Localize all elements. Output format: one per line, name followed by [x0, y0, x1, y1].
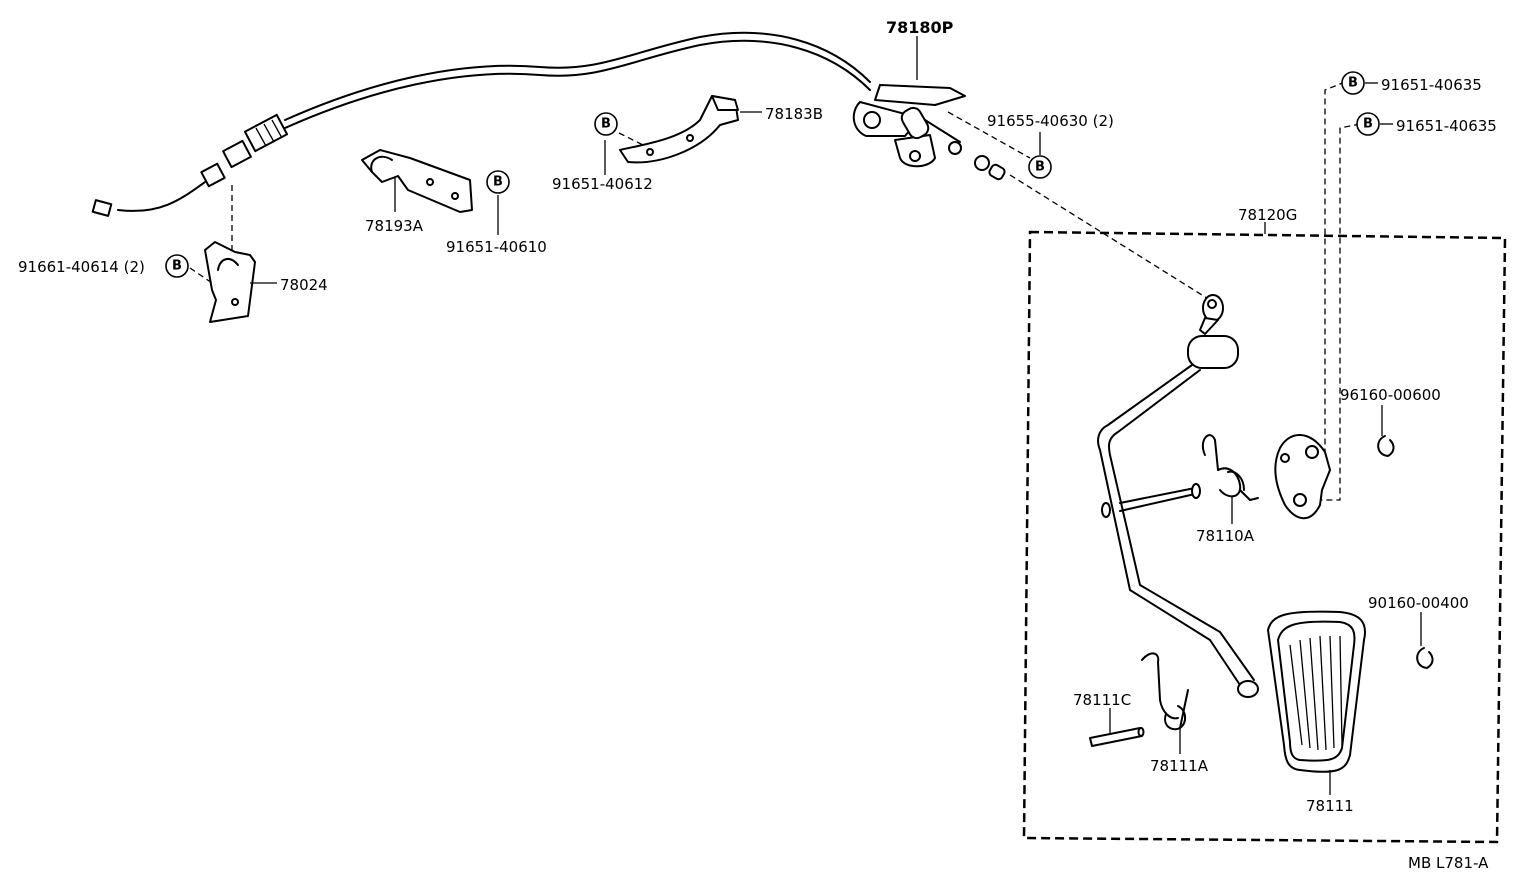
- pedal-arm: [1097, 294, 1259, 698]
- bolt-marker-icon: B: [1356, 112, 1380, 136]
- pedal-pad-78111: [1267, 610, 1366, 773]
- label-pin: 78111C: [1073, 691, 1131, 709]
- label-bolt-pedal-lower: 91651-40635: [1396, 117, 1497, 135]
- svg-text:B: B: [493, 175, 503, 190]
- label-bolt-pedal-upper: 91651-40635: [1381, 76, 1482, 94]
- bolt-marker-icon: B: [594, 112, 618, 136]
- spring-78111A: [1141, 652, 1189, 731]
- clip-90160-00400: [1416, 647, 1434, 669]
- accelerator-cable: [91, 31, 871, 217]
- label-clamp-bracket: 78183B: [765, 105, 823, 123]
- svg-text:B: B: [1035, 160, 1045, 175]
- pedal-subassembly-frame: [1022, 230, 1507, 844]
- label-bolt-bracket-middle: 91651-40610: [446, 238, 547, 256]
- label-bracket-middle: 78193A: [365, 217, 424, 235]
- label-cable-assembly: 78180P: [886, 18, 954, 37]
- clip-96160-00600: [1377, 435, 1395, 457]
- pedal-plate: [1274, 434, 1331, 520]
- bracket-78193A: [361, 149, 473, 213]
- label-pedal-pad: 78111: [1306, 797, 1354, 815]
- bolt-marker-icon: B: [165, 254, 189, 278]
- bolt-marker-icon: B: [486, 170, 510, 194]
- bolt-marker-icon: B: [1028, 155, 1052, 179]
- drawing-code: MB L781-A: [1408, 854, 1489, 872]
- label-bracket-left: 78024: [280, 276, 328, 294]
- bolt-marker-icon: B: [1341, 71, 1365, 95]
- label-bolt-cable: 91655-40630 (2): [987, 112, 1114, 130]
- svg-text:B: B: [172, 259, 182, 274]
- svg-text:B: B: [1348, 76, 1358, 91]
- svg-text:B: B: [601, 117, 611, 132]
- cable-bracket-78180P: [852, 84, 1006, 181]
- label-clip-upper: 96160-00600: [1340, 386, 1441, 404]
- clamp-bracket-78183B: [619, 95, 739, 164]
- label-bolt-clamp-bracket: 91651-40612: [552, 175, 653, 193]
- label-spring-lower: 78111A: [1150, 757, 1209, 775]
- leader-lines: [250, 36, 1422, 795]
- label-spring-upper: 78110A: [1196, 527, 1255, 545]
- label-clip-lower: 90160-00400: [1368, 594, 1469, 612]
- label-bolt-left: 91661-40614 (2): [18, 258, 145, 276]
- spring-78110A: [1201, 434, 1259, 501]
- svg-text:B: B: [1363, 117, 1373, 132]
- label-pedal-subassembly: 78120G: [1238, 206, 1297, 224]
- pin-78111C: [1089, 727, 1145, 747]
- bracket-78024: [204, 241, 256, 323]
